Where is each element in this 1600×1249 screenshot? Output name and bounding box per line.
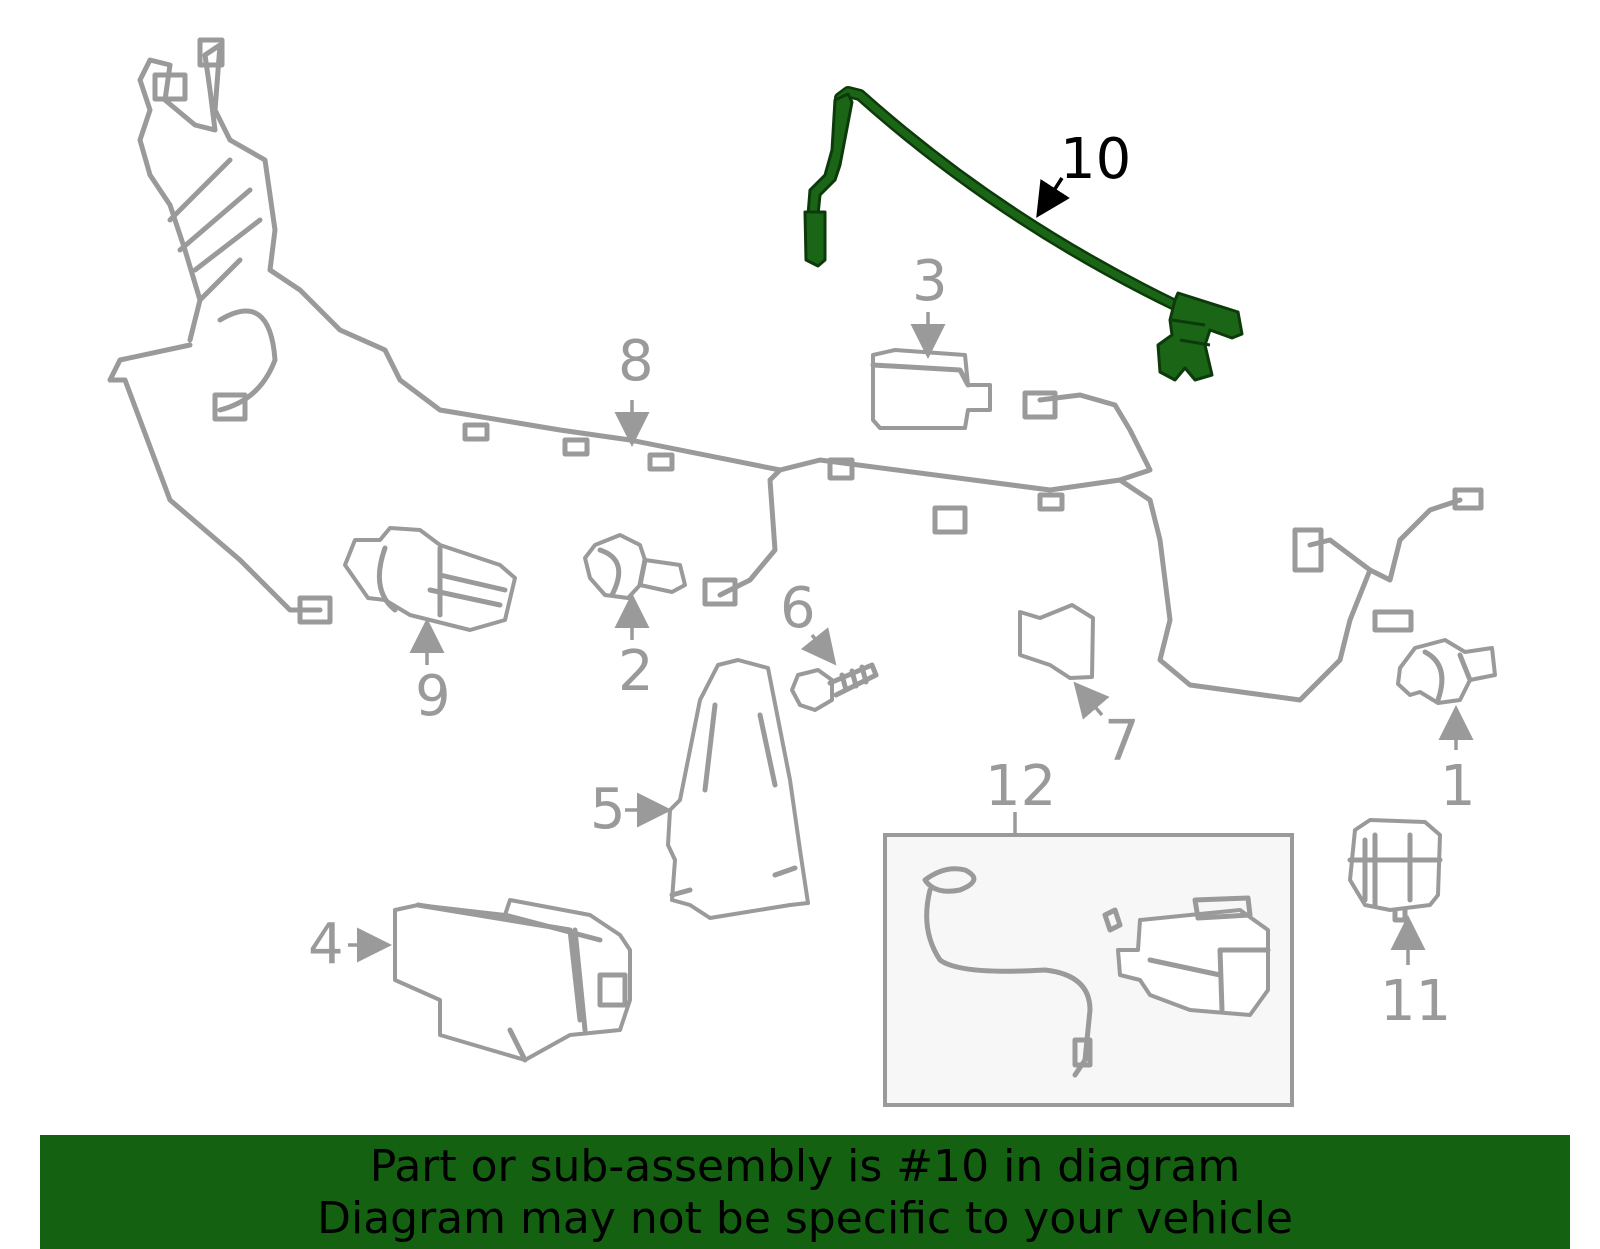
callout-10: 10 <box>1060 127 1131 192</box>
notice-banner: Part or sub-assembly is #10 in diagram D… <box>40 1135 1570 1249</box>
banner-line-1: Part or sub-assembly is #10 in diagram <box>369 1141 1241 1192</box>
callout-labels: 1 2 3 4 5 6 7 8 9 10 11 12 <box>308 127 1476 1034</box>
arrow-6 <box>800 627 837 666</box>
callout-7: 7 <box>1104 709 1140 774</box>
callout-12: 12 <box>985 754 1056 819</box>
callout-6: 6 <box>780 576 816 641</box>
callout-11: 11 <box>1380 969 1451 1034</box>
arrow-10 <box>1036 177 1070 218</box>
part-7-bracket <box>1018 603 1095 680</box>
part-5-bracket <box>666 658 810 920</box>
part-12-kit <box>883 833 1294 1107</box>
part-11-sensor-unit <box>1347 818 1443 923</box>
part-4-control-unit <box>393 898 632 1063</box>
callout-1: 1 <box>1440 754 1476 819</box>
part-6-bolt <box>790 662 879 712</box>
banner-line-2: Diagram may not be specific to your vehi… <box>317 1193 1293 1244</box>
part-3-module <box>870 348 992 430</box>
part-1-sensor <box>1396 638 1497 705</box>
callout-4: 4 <box>308 912 344 977</box>
part-8-wiring-harness <box>107 37 1484 703</box>
arrow-7 <box>1073 681 1110 720</box>
callout-5: 5 <box>590 777 626 842</box>
callout-2: 2 <box>618 639 654 704</box>
part-10-harness-highlighted <box>803 86 1244 382</box>
callout-9: 9 <box>415 664 451 729</box>
callout-3: 3 <box>912 249 948 314</box>
leader-arrows <box>348 177 1474 965</box>
callout-8: 8 <box>618 329 654 394</box>
part-2-sensor <box>583 533 687 600</box>
part-9-actuator <box>343 526 517 632</box>
